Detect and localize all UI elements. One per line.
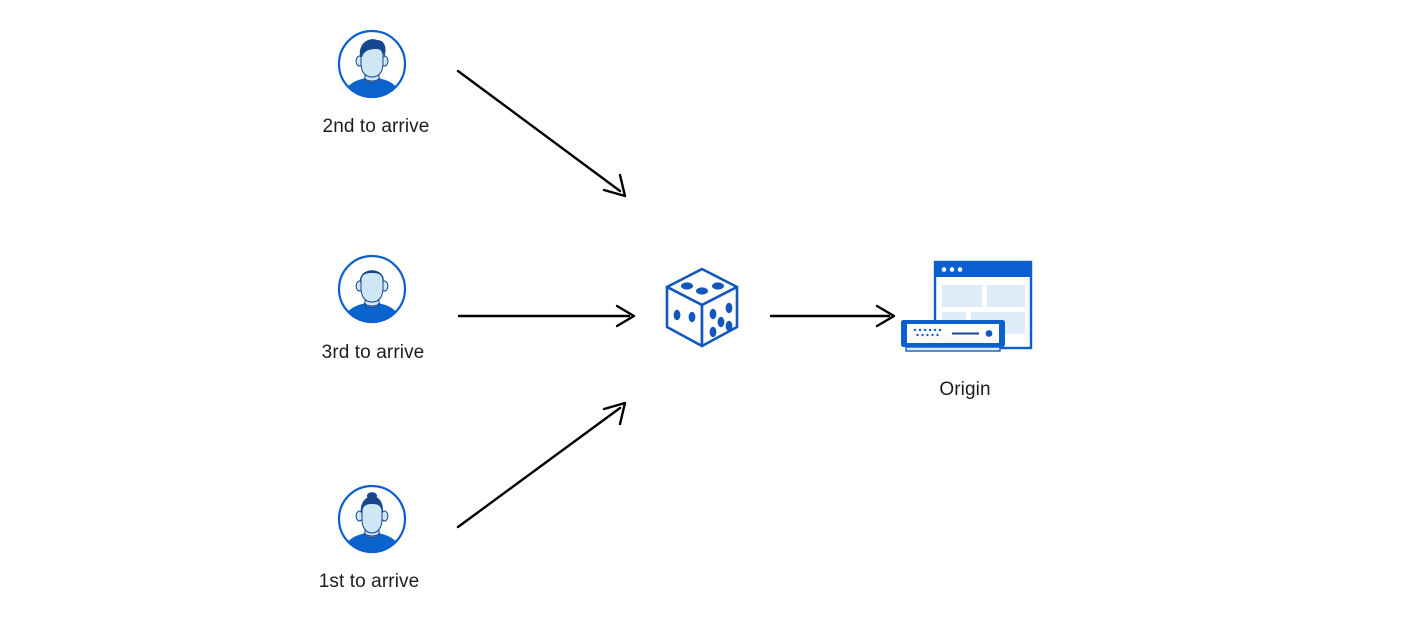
client-label-bottom: 1st to arrive [318,571,420,592]
origin-label: Origin [939,379,991,400]
dice-icon [665,267,739,348]
client-node-bottom[interactable] [336,483,408,555]
client-node-middle[interactable] [336,253,408,325]
server-device-icon [901,320,1005,352]
client-node-top[interactable] [336,28,408,100]
random-selection-node[interactable] [663,266,741,350]
client-label-middle: 3rd to arrive [321,342,425,363]
arrow-middle-client-to-dice [457,304,636,328]
user-avatar-icon [337,29,407,99]
origin-server-icon [901,260,1033,352]
user-avatar-icon [337,484,407,554]
origin-node[interactable] [897,258,1037,363]
arrow-bottom-client-to-dice [456,401,627,529]
client-label-top: 2nd to arrive [322,116,430,137]
user-avatar-icon [337,254,407,324]
arrow-dice-to-origin [769,304,896,328]
